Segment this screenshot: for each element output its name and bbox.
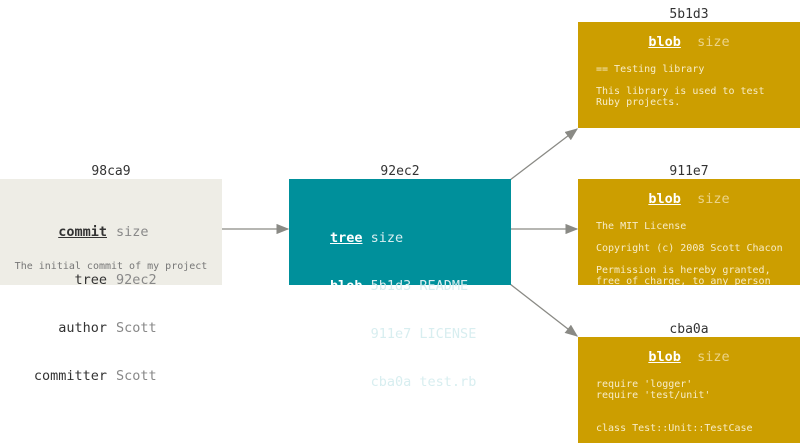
- blob-line: Ruby projects.: [596, 97, 681, 108]
- blob-line: [596, 75, 765, 86]
- blob-size: size: [697, 34, 730, 50]
- blob-line: == Testing library: [596, 64, 705, 75]
- blob-line: require 'logger': [596, 379, 693, 390]
- blob-line: free of charge, to any person: [596, 276, 771, 285]
- blob-line: Permission is hereby granted,: [596, 265, 771, 276]
- blob-type: blob: [648, 191, 681, 207]
- blob-size: size: [697, 349, 730, 365]
- field-value: Scott: [116, 368, 157, 384]
- commit-size: size: [116, 224, 149, 240]
- blob-type: blob: [648, 34, 681, 50]
- commit-id: 98ca9: [91, 164, 131, 179]
- blob-line: [596, 412, 753, 423]
- tree-entry: blob 5b1d3 README: [330, 278, 469, 294]
- blob-object: blob size require 'logger'require 'test/…: [578, 337, 800, 443]
- blob-size: size: [697, 191, 730, 207]
- blob-line: [596, 254, 783, 265]
- tree-entry: blob 911e7 LICENSE: [330, 326, 477, 342]
- field-key: tree: [74, 272, 107, 288]
- blob-line: [596, 401, 753, 412]
- commit-message: The initial commit of my project: [14, 261, 208, 272]
- commit-type: commit: [58, 224, 107, 240]
- tree-object: tree size blob 5b1d3 README blob 911e7 L…: [289, 179, 511, 390]
- field-value: Scott: [116, 320, 157, 336]
- blob-id: cba0a: [669, 322, 709, 337]
- blob-line: This library is used to test: [596, 86, 765, 97]
- blob-type: blob: [648, 349, 681, 365]
- blob-line: class Test::Unit::TestCase: [596, 423, 753, 434]
- blob-line: require 'test/unit': [596, 390, 711, 401]
- tree-entry: blob cba0a test.rb: [330, 374, 477, 390]
- tree-type: tree: [330, 230, 363, 246]
- field-key: author: [58, 320, 107, 336]
- field-value: 92ec2: [116, 272, 157, 288]
- field-key: committer: [33, 368, 107, 384]
- blob-line: The MIT License: [596, 221, 687, 232]
- arrow-tree-blob3: [509, 283, 579, 337]
- blob-line: Copyright (c) 2008 Scott Chacon: [596, 243, 783, 254]
- blob-id: 911e7: [669, 164, 709, 179]
- tree-size: size: [370, 230, 404, 246]
- blob-id: 5b1d3: [669, 7, 709, 22]
- blob-line: [596, 232, 783, 243]
- commit-object: commit tree author committer size 92ec2 …: [0, 179, 222, 384]
- arrow-tree-blob1: [509, 128, 579, 181]
- tree-id: 92ec2: [380, 164, 420, 179]
